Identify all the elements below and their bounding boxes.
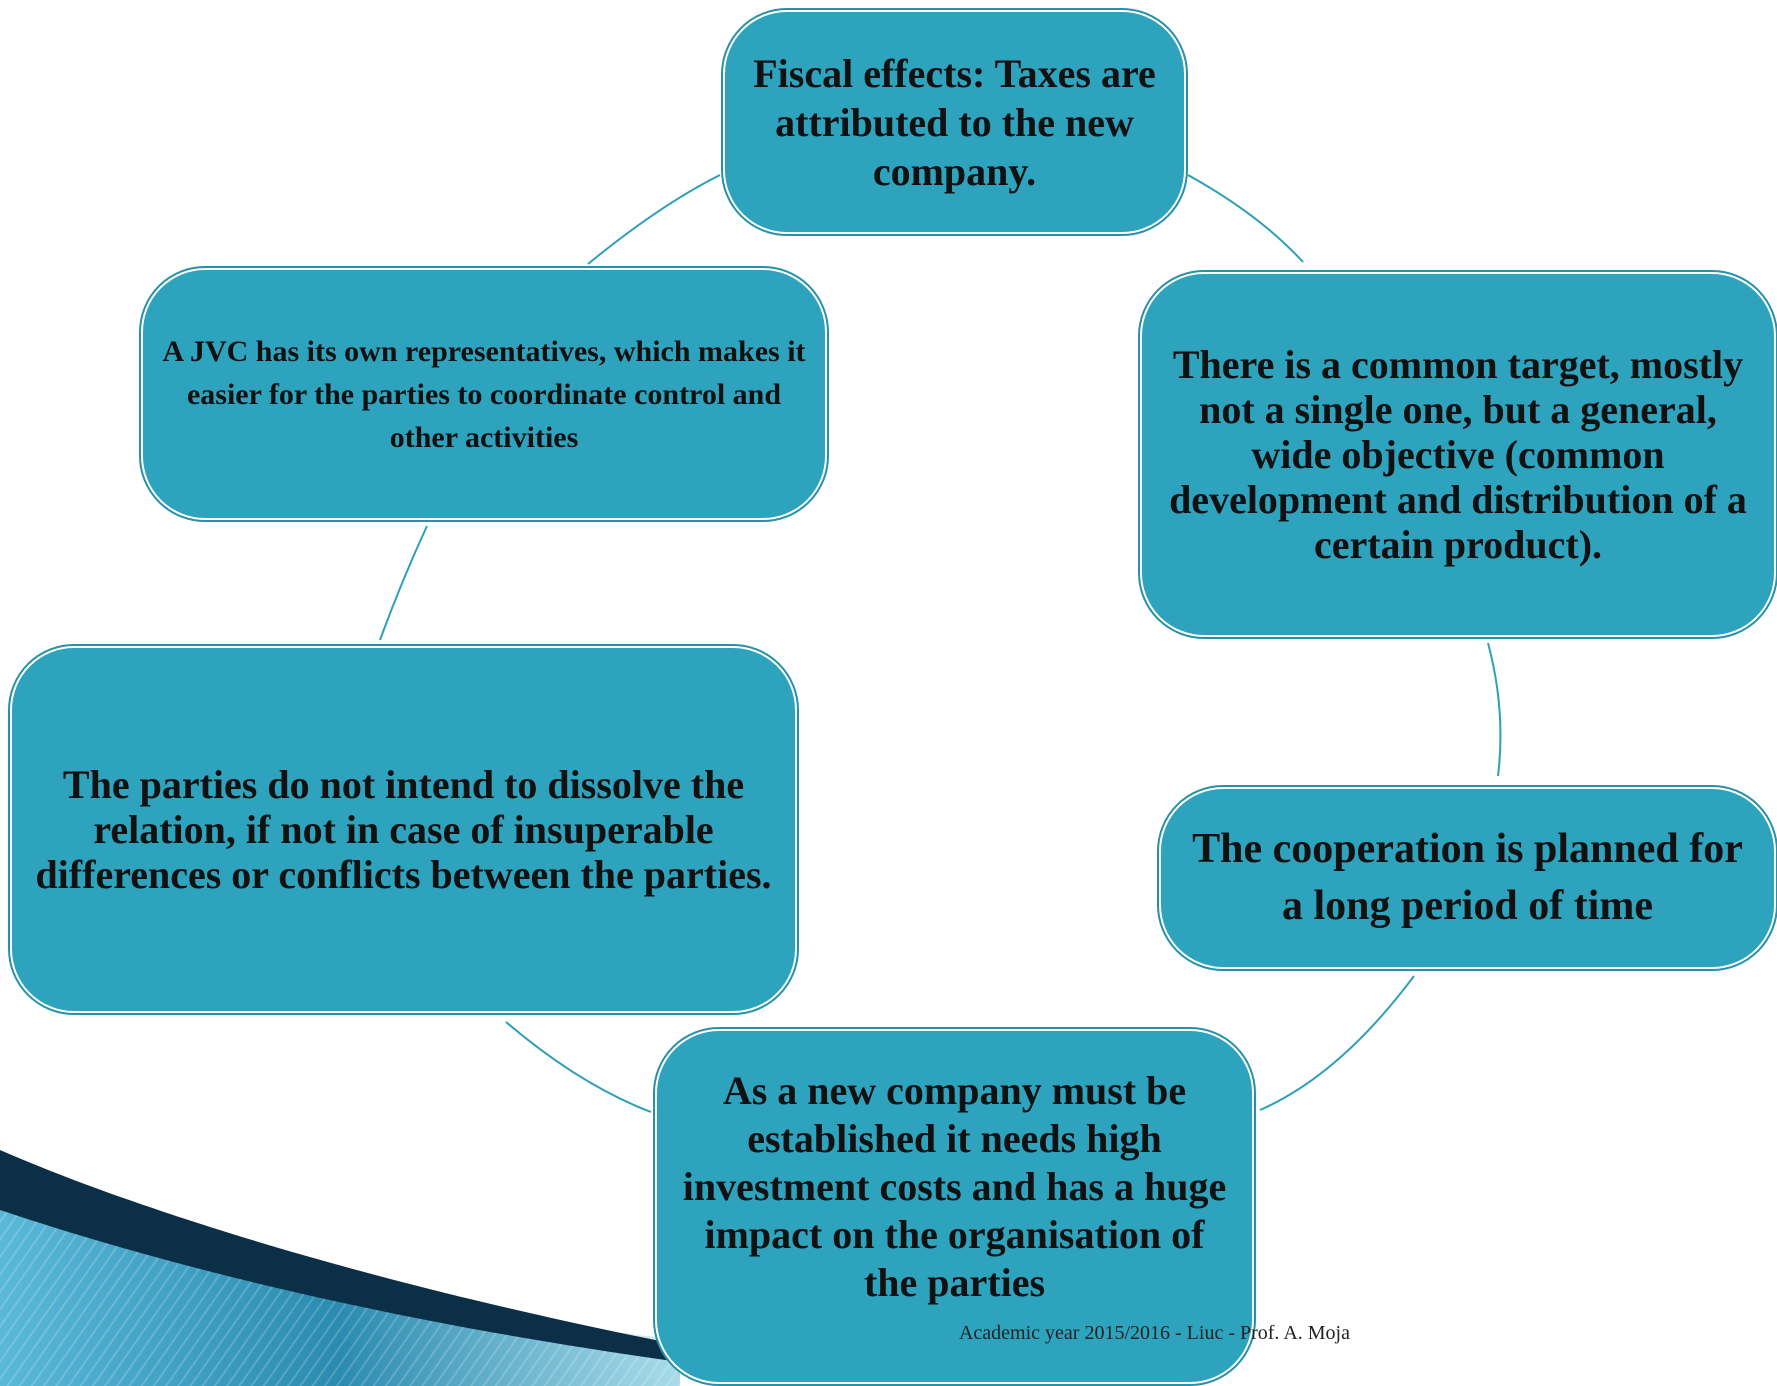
slide-footer: Academic year 2015/2016 - Liuc - Prof. A… <box>958 1322 1350 1344</box>
connector-investment-dissolve <box>505 1021 652 1113</box>
connector-cooperation-investment <box>1259 975 1415 1111</box>
node-no-dissolution: The parties do not intend to dissolve th… <box>8 644 799 1015</box>
node-jvc-representatives-text: A JVC has its own representatives, which… <box>162 334 806 454</box>
connector-dissolve-representatives <box>379 525 428 641</box>
connectors <box>379 174 1502 1113</box>
node-long-cooperation: The cooperation is planned for a long pe… <box>1157 785 1777 971</box>
node-fiscal-effects-text: Fiscal effects: Taxes are attributed to … <box>753 50 1156 194</box>
connector-target-cooperation <box>1487 642 1502 777</box>
node-common-target-text: There is a common target, mostly not a s… <box>1169 342 1747 567</box>
node-investment-costs-text: As a new company must be established it … <box>682 1068 1227 1305</box>
node-common-target: There is a common target, mostly not a s… <box>1138 270 1777 639</box>
corner-swoosh-hatch <box>0 1210 680 1386</box>
node-long-cooperation-text: The cooperation is planned for a long pe… <box>1192 826 1743 929</box>
node-jvc-representatives: A JVC has its own representatives, which… <box>139 266 829 522</box>
corner-swoosh <box>0 1150 680 1386</box>
node-fiscal-effects: Fiscal effects: Taxes are attributed to … <box>721 8 1188 236</box>
connector-representatives-fiscal <box>587 174 721 265</box>
connector-fiscal-target <box>1187 174 1304 263</box>
node-investment-costs: As a new company must be established it … <box>653 1027 1256 1386</box>
node-no-dissolution-text: The parties do not intend to dissolve th… <box>35 762 772 897</box>
